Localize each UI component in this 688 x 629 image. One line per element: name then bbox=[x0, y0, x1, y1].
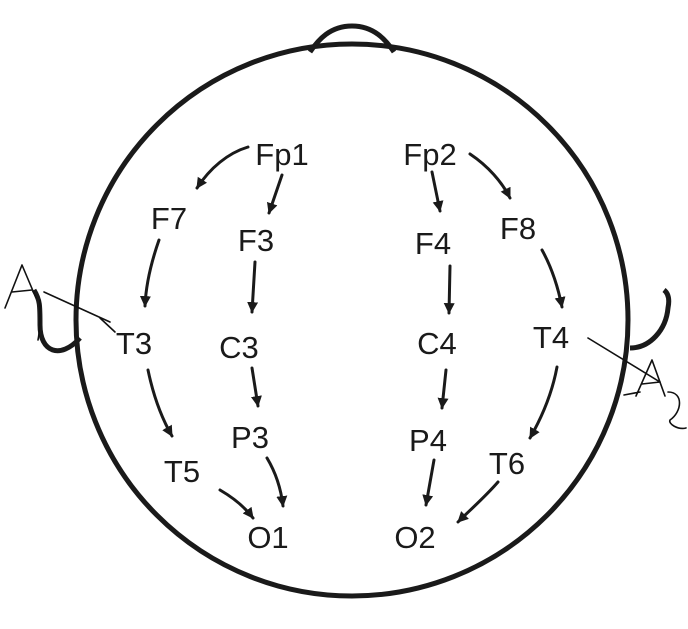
left-ear bbox=[31, 288, 82, 354]
electrode-p4: P4 bbox=[409, 423, 447, 458]
electrode-fp1: Fp1 bbox=[255, 137, 308, 172]
arrow-t5-o1 bbox=[218, 488, 255, 520]
head-outline bbox=[73, 41, 631, 599]
electrode-o1: O1 bbox=[247, 520, 288, 555]
arrow-f3-c3 bbox=[247, 260, 259, 314]
electrode-o2: O2 bbox=[394, 520, 435, 555]
electrode-t4: T4 bbox=[533, 320, 569, 355]
arrow-p3-o1 bbox=[265, 456, 288, 508]
handwritten-left-ear-label bbox=[4, 264, 116, 341]
electrode-f4: F4 bbox=[415, 226, 451, 261]
electrode-t3: T3 bbox=[116, 326, 152, 361]
arrow-t6-o2 bbox=[456, 480, 500, 524]
arrow-f4-c4 bbox=[443, 264, 455, 315]
arrow-f7-t3 bbox=[139, 238, 161, 308]
arrow-fp2-f4 bbox=[430, 170, 444, 213]
electrode-t6: T6 bbox=[489, 446, 525, 481]
arrow-c4-p4 bbox=[437, 368, 449, 410]
electrode-p3: P3 bbox=[231, 420, 269, 455]
electrode-f7: F7 bbox=[151, 201, 187, 236]
right-ear bbox=[629, 288, 672, 351]
arrow-t4-t6 bbox=[528, 365, 559, 440]
electrode-f8: F8 bbox=[500, 211, 536, 246]
arrow-fp2-f8 bbox=[468, 152, 512, 200]
electrode-fp2: Fp2 bbox=[403, 137, 456, 172]
arrow-t3-t5 bbox=[146, 368, 174, 438]
arrow-p4-o2 bbox=[422, 458, 436, 507]
electrode-c3: C3 bbox=[219, 330, 259, 365]
nose bbox=[307, 23, 397, 54]
arrow-fp1-f3 bbox=[267, 173, 284, 215]
electrode-t5: T5 bbox=[164, 454, 200, 489]
handwritten-right-ear-label bbox=[587, 337, 687, 430]
electrode-f3: F3 bbox=[238, 223, 274, 258]
arrow-fp1-f7 bbox=[195, 145, 250, 190]
arrow-f8-t4 bbox=[540, 248, 566, 309]
arrow-c3-p3 bbox=[250, 366, 262, 408]
electrode-c4: C4 bbox=[417, 326, 457, 361]
